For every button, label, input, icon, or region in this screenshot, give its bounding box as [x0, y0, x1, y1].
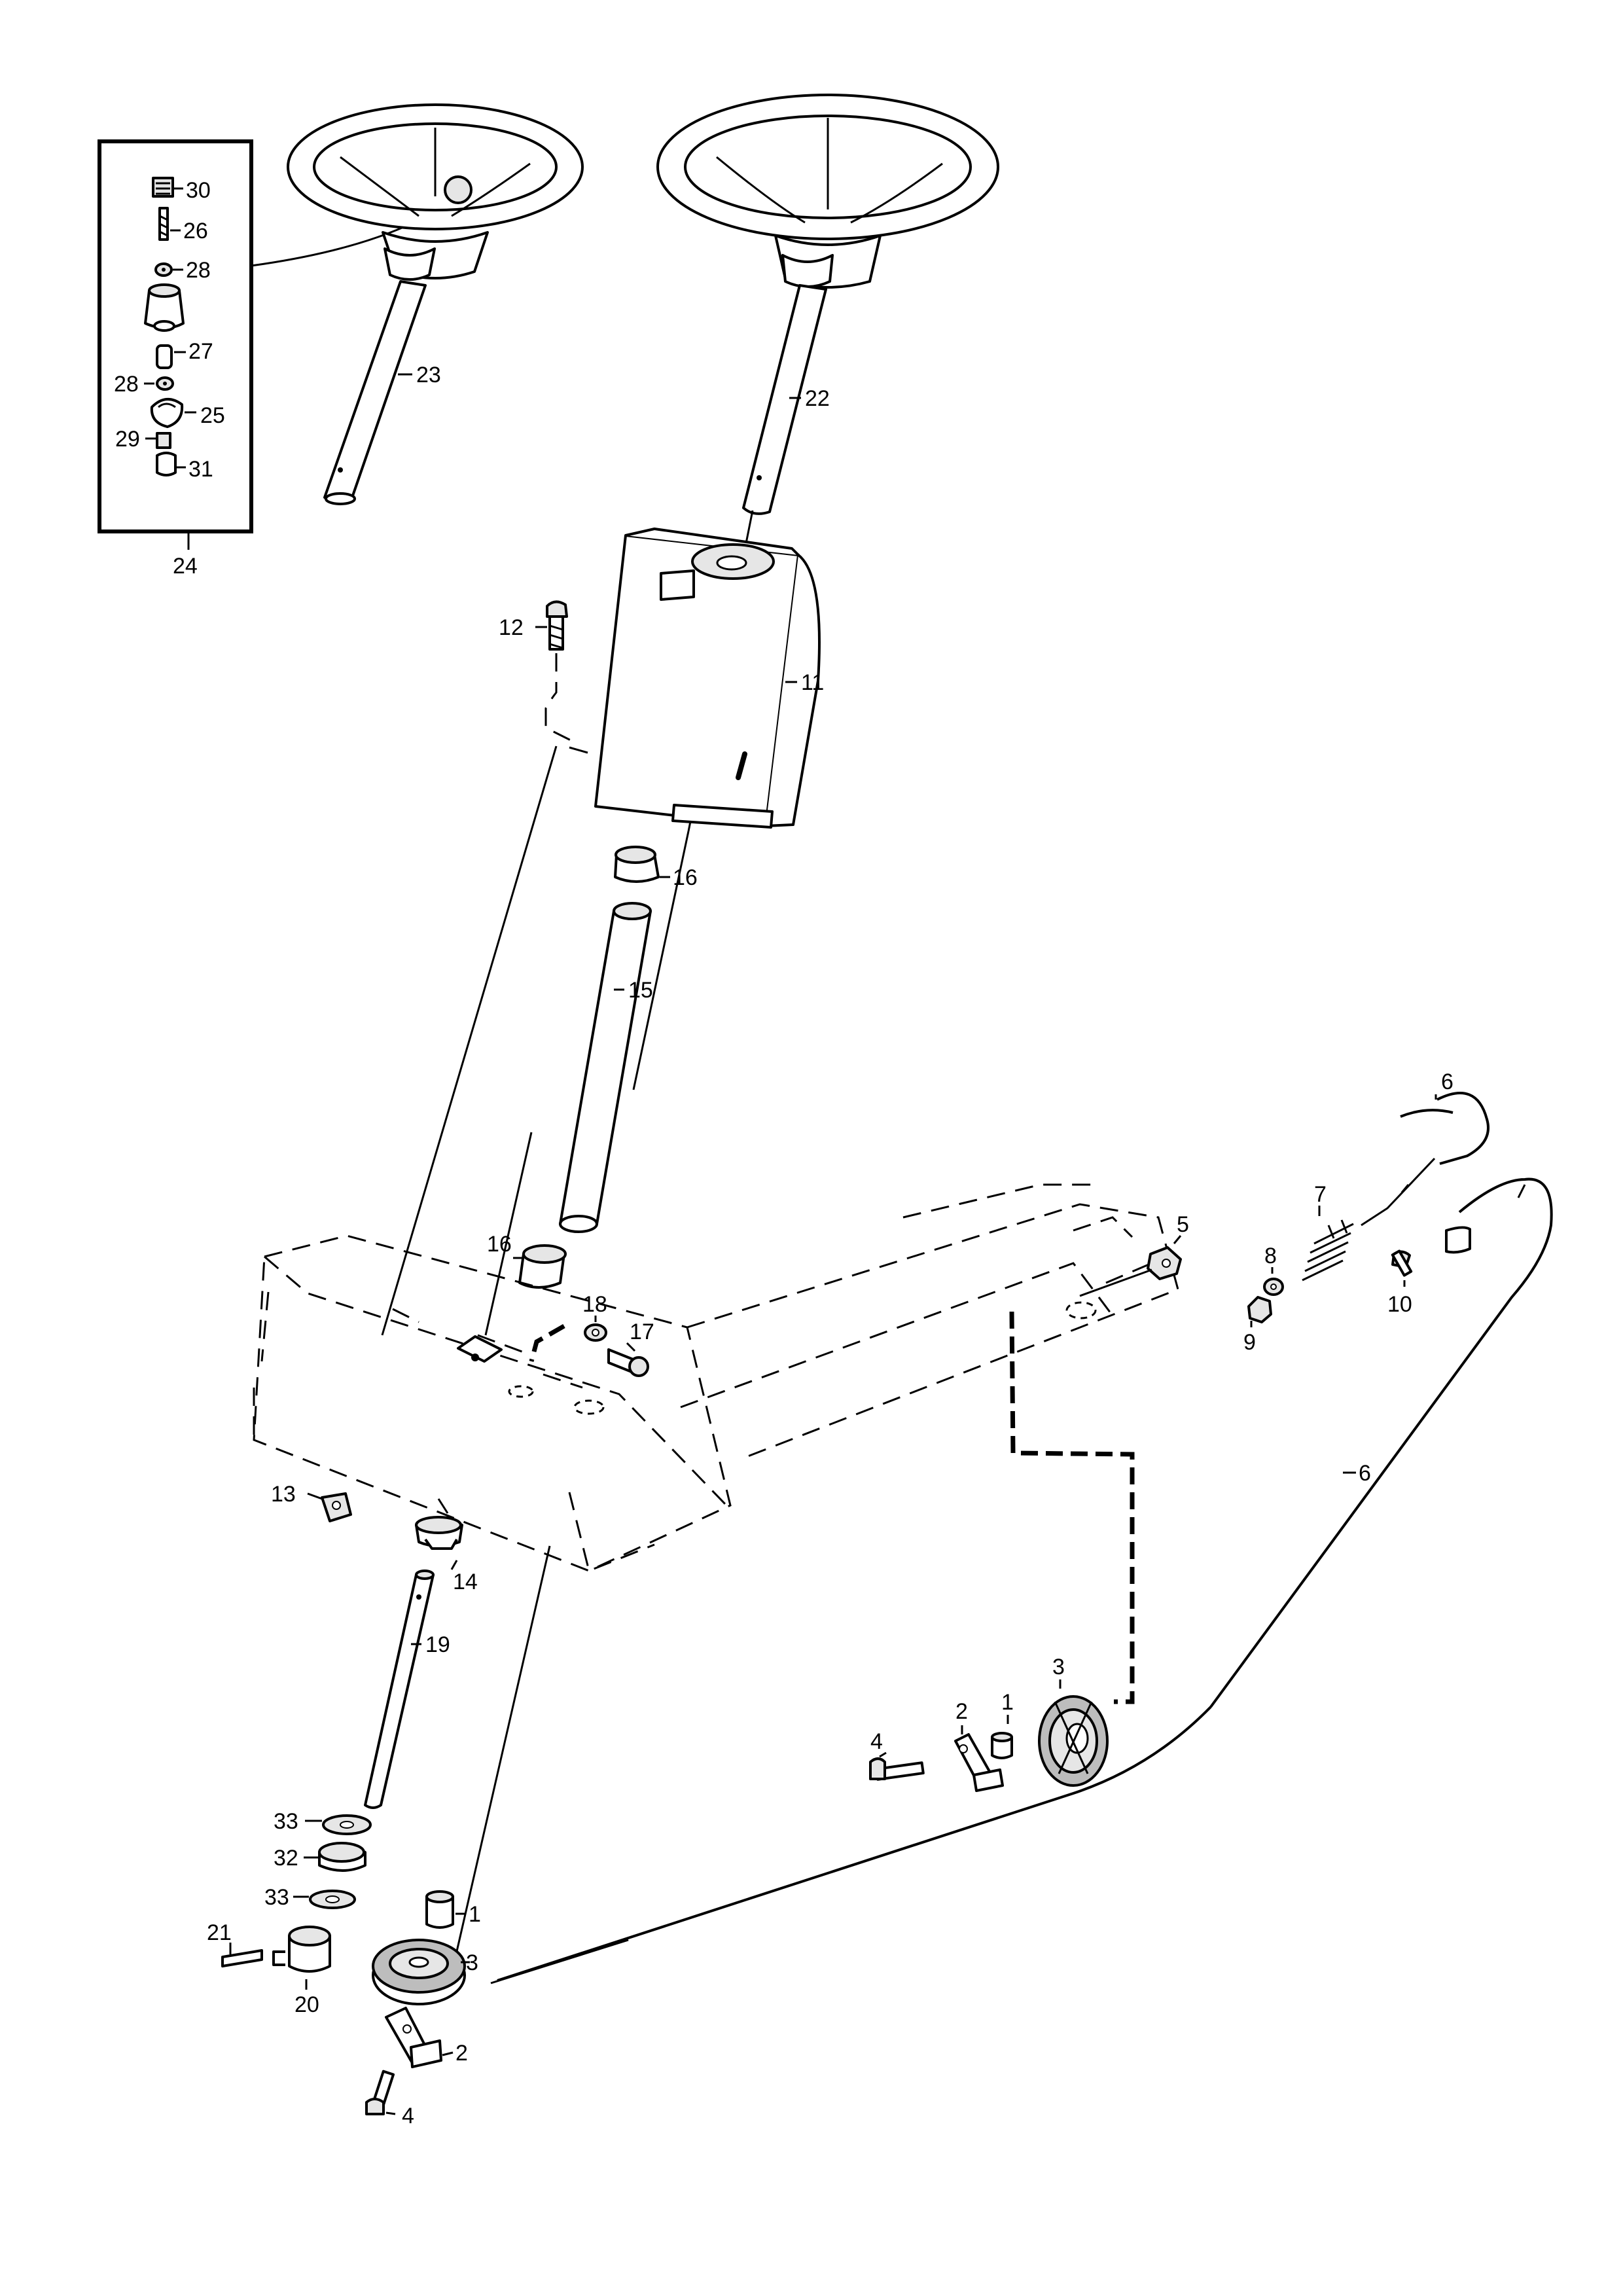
label-5: 5 — [1177, 1212, 1189, 1237]
label-33b: 33 — [264, 1885, 289, 1910]
label-19: 19 — [425, 1632, 450, 1657]
label-30: 30 — [186, 178, 211, 203]
label-8: 8 — [1264, 1244, 1277, 1268]
label-22: 22 — [805, 386, 830, 411]
steering-wheel-right — [656, 94, 999, 515]
tractor-frame-dashed — [253, 1183, 1179, 1704]
shaft-19 — [364, 1570, 435, 1809]
upper-pulley-assembly — [869, 1679, 1109, 1792]
label-20: 20 — [294, 1992, 319, 2017]
label-11: 11 — [801, 670, 824, 695]
label-33a: 33 — [274, 1809, 298, 1834]
label-14: 14 — [453, 1570, 478, 1594]
control-cable-assembly — [490, 1092, 1553, 1984]
label-2a: 2 — [455, 2041, 468, 2066]
washer-bolt-17-18 — [584, 1316, 649, 1377]
nut-5 — [1079, 1235, 1182, 1297]
label-31: 31 — [188, 457, 213, 482]
label-28b: 28 — [114, 372, 139, 397]
label-16b: 16 — [487, 1232, 512, 1257]
steering-wheel-left — [287, 103, 584, 505]
label-23: 23 — [416, 363, 441, 387]
label-24: 24 — [173, 554, 198, 579]
label-3a: 3 — [466, 1950, 478, 1975]
label-28a: 28 — [186, 258, 211, 283]
label-26: 26 — [183, 219, 208, 243]
nut-13 — [307, 1492, 352, 1522]
label-16a: 16 — [673, 865, 698, 890]
label-4b: 4 — [870, 1729, 883, 1754]
label-2b: 2 — [955, 1699, 968, 1724]
label-18: 18 — [582, 1292, 607, 1317]
label-32: 32 — [274, 1846, 298, 1871]
label-25: 25 — [200, 403, 225, 428]
bushing-14 — [415, 1516, 463, 1570]
label-15: 15 — [628, 978, 653, 1003]
part-number-labels: 30 26 28 27 28 25 29 31 24 23 22 12 11 1… — [114, 178, 1454, 2128]
label-6a: 6 — [1441, 1069, 1454, 1094]
lower-shaft-stack — [221, 1814, 372, 1990]
label-6b: 6 — [1359, 1461, 1371, 1486]
bolt-12 — [535, 600, 573, 742]
lower-pulley-assembly — [365, 1890, 470, 2115]
label-7: 7 — [1314, 1182, 1327, 1207]
label-17: 17 — [630, 1319, 654, 1344]
steering-tube-assembly — [513, 846, 670, 1289]
label-3b: 3 — [1052, 1655, 1065, 1679]
steering-housing — [569, 528, 821, 829]
label-13: 13 — [271, 1482, 296, 1507]
label-1b: 1 — [1001, 1690, 1014, 1715]
label-4a: 4 — [402, 2104, 414, 2128]
label-12: 12 — [499, 615, 524, 640]
label-29: 29 — [115, 427, 140, 452]
label-1a: 1 — [469, 1902, 481, 1927]
knob-detail-inset — [98, 139, 459, 550]
label-27: 27 — [188, 339, 213, 364]
label-10: 10 — [1387, 1292, 1412, 1317]
label-9: 9 — [1243, 1330, 1256, 1355]
label-21: 21 — [207, 1920, 232, 1945]
